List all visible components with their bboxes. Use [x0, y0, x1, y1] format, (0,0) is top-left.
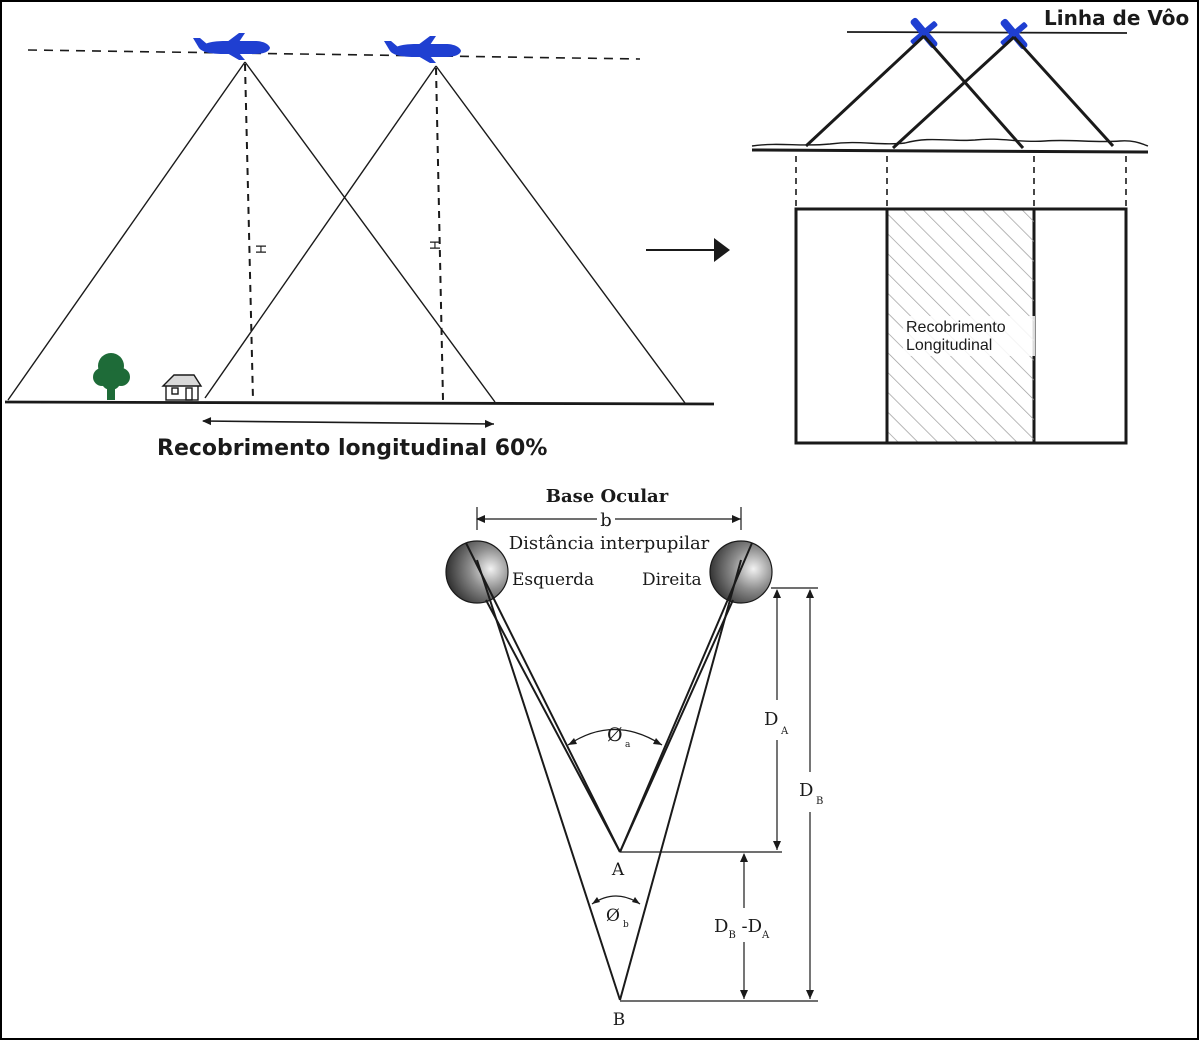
distance-b-subscript: B [816, 796, 823, 807]
ocular-base-title: Base Ocular [546, 486, 669, 507]
ocular-base-panel: Base Ocular b Distância interpupilar Esq… [445, 486, 828, 1030]
overlap-label-bg [903, 316, 1035, 356]
distance-diff-label: DB -DA [714, 916, 770, 941]
height-label-1: H [255, 244, 270, 254]
tree-icon [93, 353, 130, 400]
distance-a-subscript: A [780, 726, 789, 737]
flight-line-label: Linha de Vôo [1044, 6, 1189, 30]
airplane-icon [193, 33, 270, 60]
overlap-caption: Recobrimento longitudinal 60% [157, 436, 547, 461]
sight-line-left-b [476, 559, 621, 1001]
view-cone-2-left [204, 65, 437, 399]
point-a-label: A [611, 860, 625, 880]
sight-line-left-a1 [465, 542, 621, 853]
angle-b-symbol: Ø [606, 906, 620, 926]
photo-cone-1-left [804, 34, 926, 148]
height-line-2 [435, 67, 444, 401]
overlap-label-line1: Recobrimento [906, 319, 1006, 336]
point-b-label: B [613, 1010, 626, 1030]
view-cone-1-right [244, 61, 496, 403]
airplane-icon [910, 17, 938, 49]
house-icon [161, 374, 203, 401]
right-eye-label: Direita [642, 570, 702, 590]
sight-line-left-a2 [485, 599, 621, 853]
angle-b-arc [591, 895, 641, 905]
angle-b-subscript: b [623, 920, 629, 930]
overlap-label-line2: Longitudinal [906, 337, 992, 354]
photo-overlap-panel: Linha de Vôo Recobrimento Longitudinal [751, 6, 1189, 445]
diff-mid: -D [736, 916, 762, 937]
view-cone-1-left [7, 61, 246, 401]
photo-frame-2 [885, 207, 1128, 445]
view-cone-2-right [435, 65, 686, 404]
ground-line [4, 400, 715, 406]
diff-d1: D [714, 916, 728, 937]
left-eye-label: Esquerda [512, 570, 594, 590]
aerial-overlap-panel: H H Recobrimento longitudinal 60% [4, 33, 730, 461]
photo-cone-1-right [922, 35, 1025, 149]
angle-a-subscript: a [625, 740, 631, 750]
distance-b-label: D [799, 780, 813, 801]
sight-line-right-a2 [619, 599, 734, 853]
interpupillary-label: Distância interpupilar [509, 533, 710, 554]
transition-arrow-head [714, 238, 730, 262]
eye-icon [709, 540, 773, 604]
eye-icon [445, 540, 509, 604]
angle-a-symbol: Ø [607, 724, 623, 746]
terrain-line [751, 148, 1149, 154]
photo-cone-2-right [1012, 35, 1115, 148]
terrain-profile [751, 138, 1149, 147]
flight-path-line [27, 49, 641, 60]
overlap-extent-arrow [202, 417, 495, 428]
angle-a-arc [567, 728, 663, 746]
flight-line [846, 31, 1128, 34]
base-symbol: b [600, 510, 612, 531]
distance-a-label: D [764, 709, 778, 730]
sight-line-right-b [619, 559, 742, 1001]
photo-cone-2-left [891, 35, 1016, 150]
airplane-icon [384, 36, 461, 63]
diff-sub2: A [761, 930, 770, 941]
height-label-2: H [429, 240, 444, 250]
diff-sub1: B [728, 930, 735, 941]
airplane-icon [1000, 18, 1028, 50]
height-line-1 [244, 63, 254, 401]
